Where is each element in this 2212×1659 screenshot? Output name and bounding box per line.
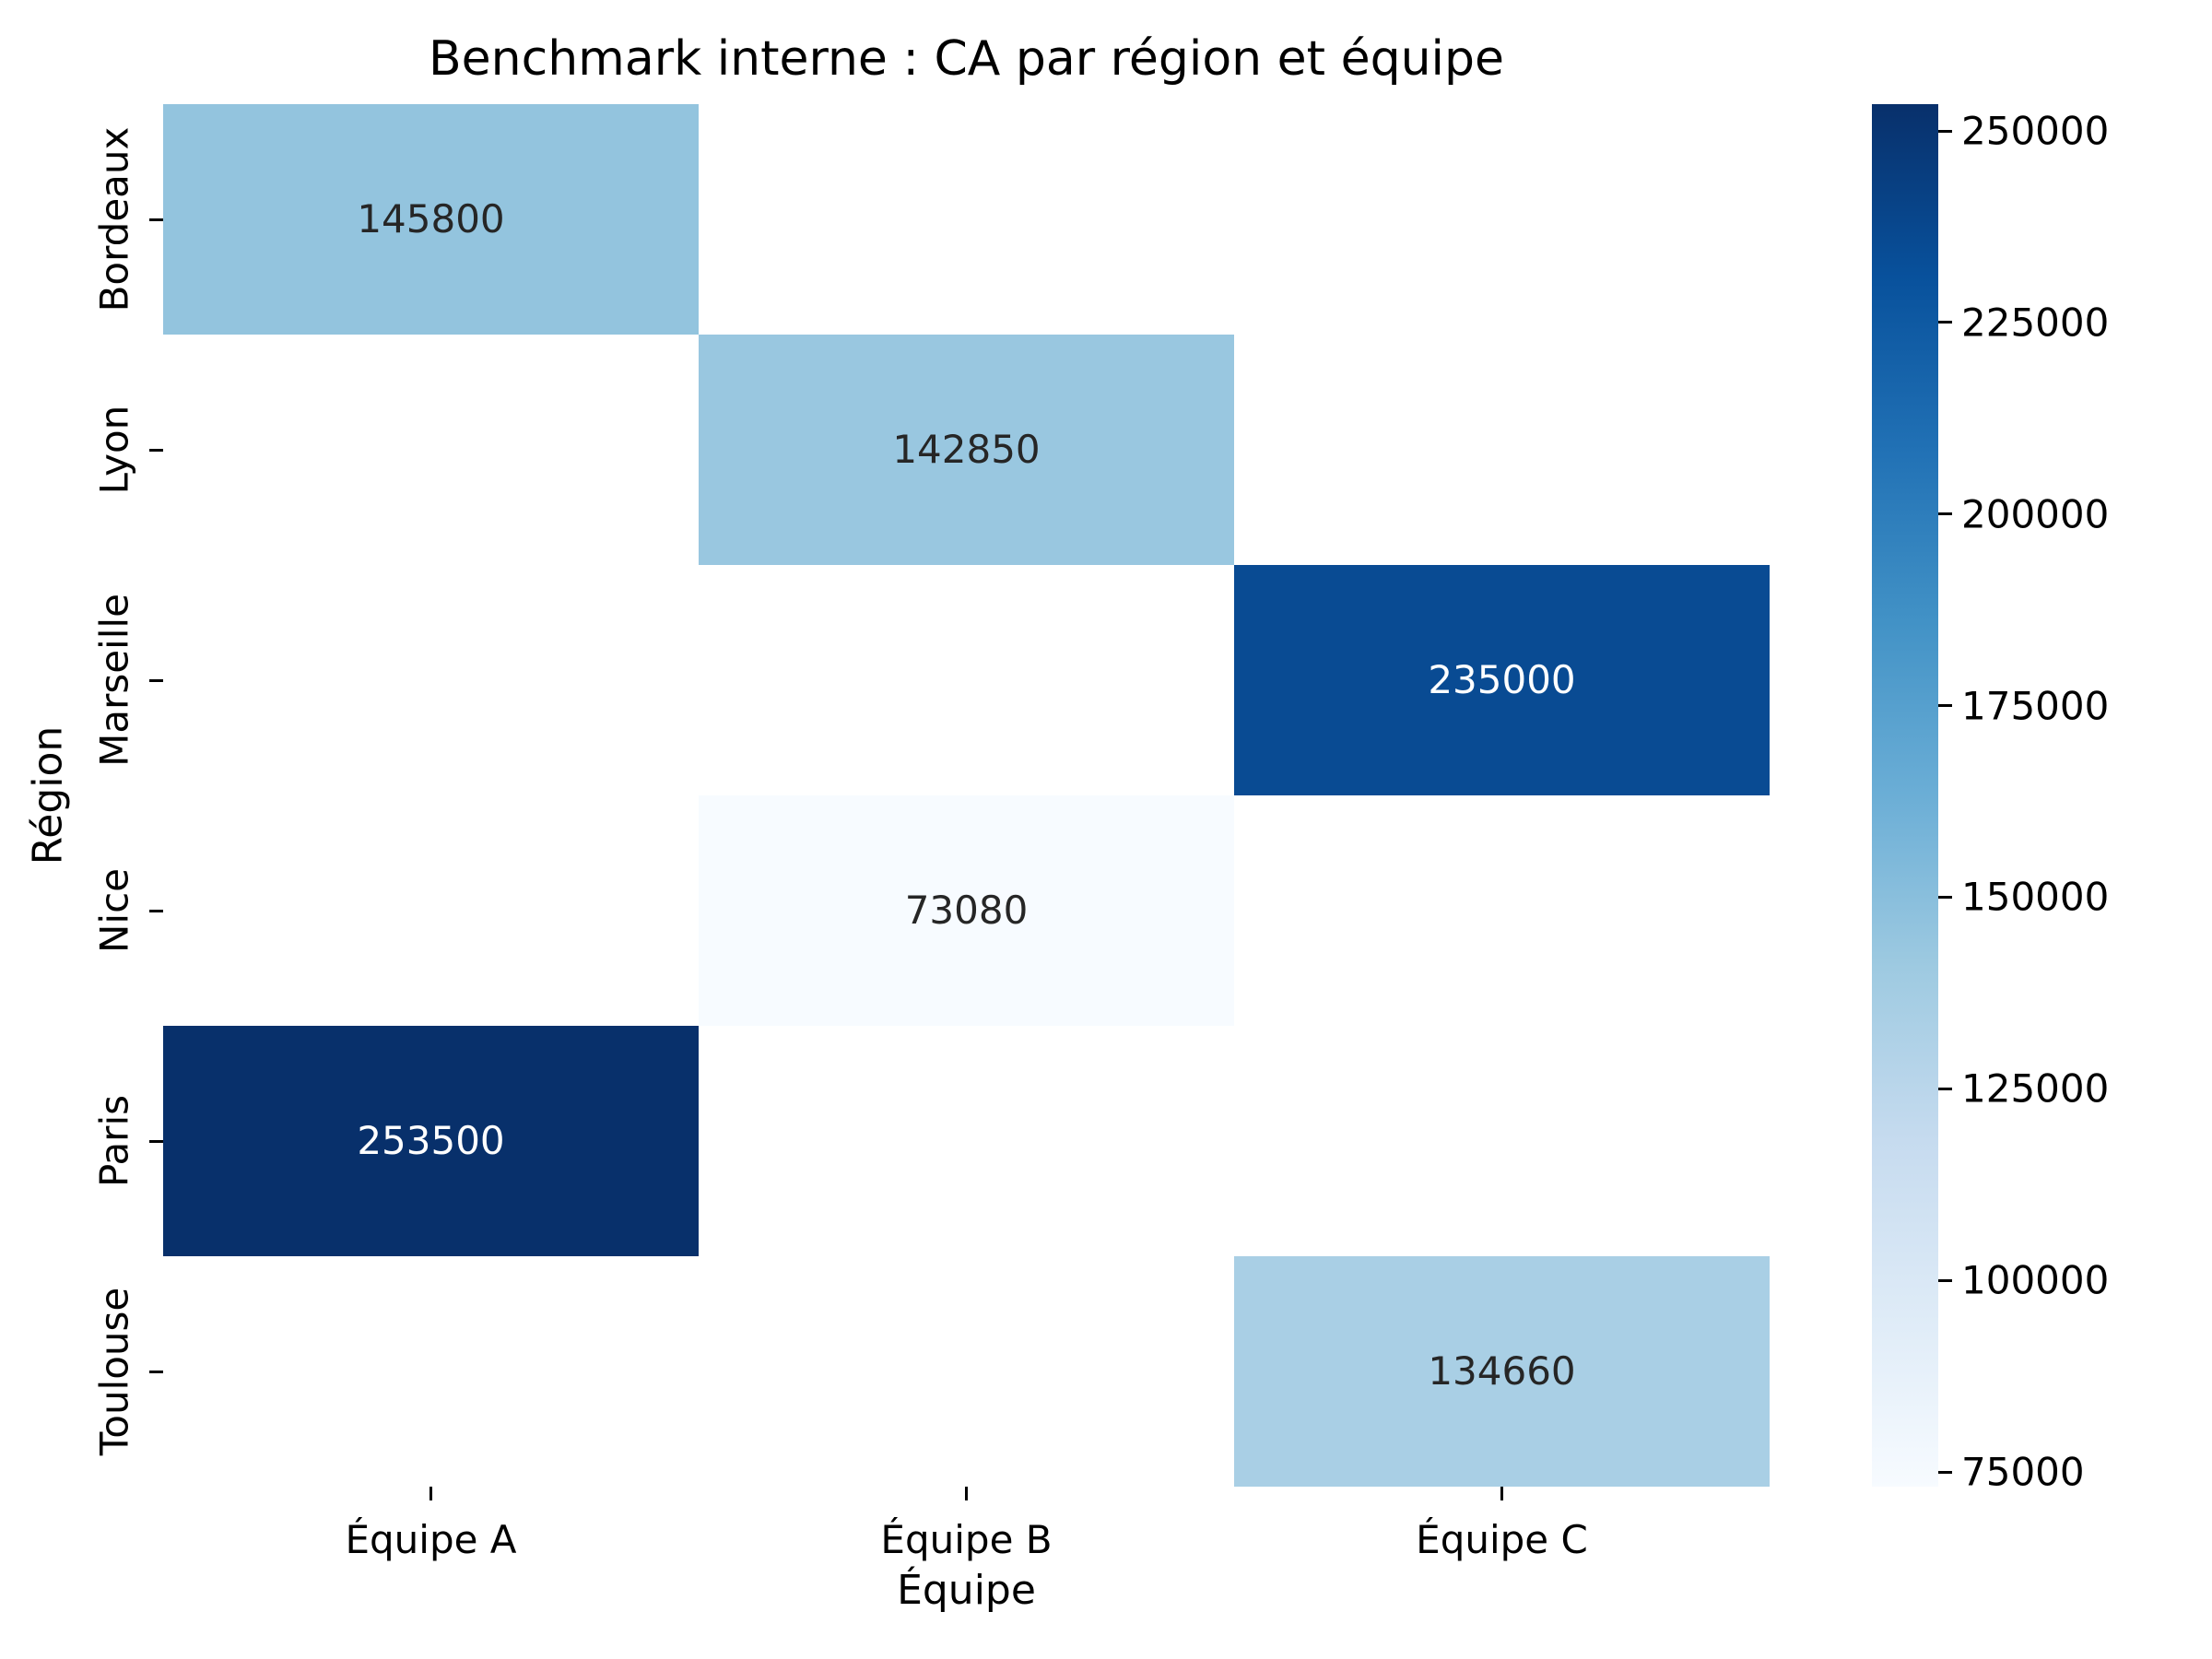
heatmap-cell: 253500 (163, 1026, 699, 1256)
colorbar-tick-mark (1938, 1278, 1952, 1282)
cell-annotation: 134660 (1428, 1348, 1576, 1394)
heatmap-cell: 145800 (163, 104, 699, 335)
x-axis-label: Équipe (897, 1567, 1036, 1614)
y-tick-mark (149, 1139, 163, 1143)
heatmap-cell: 134660 (1234, 1256, 1770, 1487)
chart-title: Benchmark interne : CA par région et équ… (429, 31, 1504, 87)
colorbar-tick-mark (1938, 512, 1952, 516)
cell-annotation: 142850 (892, 427, 1041, 472)
x-tick-mark (429, 1487, 432, 1500)
colorbar-tick-label: 150000 (1961, 874, 2110, 920)
x-tick-label: Équipe A (345, 1517, 517, 1562)
cell-annotation: 253500 (357, 1118, 505, 1163)
colorbar-tick-label: 250000 (1961, 108, 2110, 154)
heatmap-cell: 142850 (699, 335, 1234, 565)
x-tick-mark (965, 1487, 968, 1500)
heatmap-plot-area: 145800 142850 235000 73080 253500 134660 (163, 104, 1770, 1487)
heatmap-cell: 235000 (1234, 565, 1770, 795)
colorbar-tick-label: 225000 (1961, 300, 2110, 346)
y-tick-label: Marseille (91, 594, 137, 767)
x-tick-label: Équipe C (1416, 1517, 1588, 1562)
y-tick-label: Toulouse (91, 1287, 137, 1456)
colorbar-tick-label: 75000 (1961, 1449, 2085, 1495)
colorbar-tick-mark (1938, 1087, 1952, 1090)
cell-annotation: 145800 (357, 196, 505, 241)
colorbar-tick-mark (1938, 704, 1952, 708)
y-tick-mark (149, 909, 163, 912)
colorbar-tick-mark (1938, 895, 1952, 899)
colorbar-tick-label: 175000 (1961, 683, 2110, 729)
colorbar-gradient (1872, 104, 1938, 1487)
y-tick-label: Lyon (91, 405, 137, 495)
colorbar-tick-label: 200000 (1961, 491, 2110, 537)
x-tick-mark (1500, 1487, 1503, 1500)
y-tick-label: Nice (91, 867, 137, 954)
y-tick-label: Bordeaux (91, 126, 137, 312)
colorbar-tick-label: 100000 (1961, 1257, 2110, 1303)
y-tick-mark (149, 448, 163, 452)
y-tick-mark (149, 1370, 163, 1373)
x-tick-label: Équipe B (880, 1517, 1053, 1562)
y-axis-label: Région (24, 725, 72, 865)
y-tick-mark (149, 218, 163, 221)
colorbar-tick-mark (1938, 129, 1952, 133)
y-tick-mark (149, 678, 163, 682)
cell-annotation: 235000 (1428, 657, 1576, 702)
cell-annotation: 73080 (904, 888, 1029, 933)
colorbar-tick-label: 125000 (1961, 1065, 2110, 1112)
heatmap-cell: 73080 (699, 795, 1234, 1026)
colorbar-tick-mark (1938, 321, 1952, 324)
y-tick-label: Paris (91, 1095, 137, 1187)
colorbar-tick-mark (1938, 1470, 1952, 1474)
